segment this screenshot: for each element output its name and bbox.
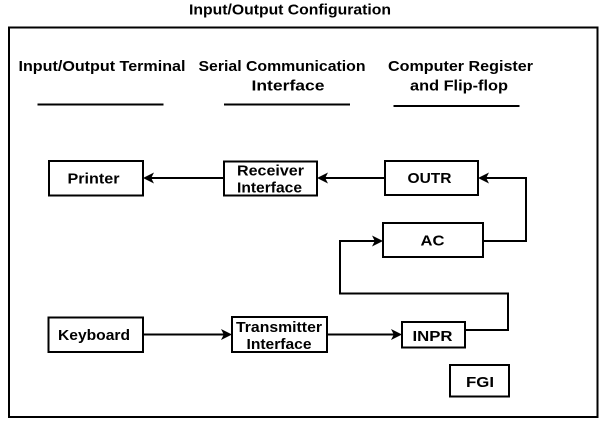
svg-text:Receiver: Receiver — [237, 163, 304, 180]
svg-text:FGI: FGI — [466, 374, 494, 391]
svg-text:Interface: Interface — [237, 180, 302, 197]
svg-text:Serial Communication: Serial Communication — [199, 58, 366, 75]
svg-text:OUTR: OUTR — [408, 170, 452, 187]
svg-text:Computer Register: Computer Register — [388, 58, 533, 75]
svg-text:Input/Output Terminal: Input/Output Terminal — [19, 58, 186, 75]
svg-text:Input/Output Configuration: Input/Output Configuration — [189, 2, 391, 19]
svg-text:Interface: Interface — [247, 336, 312, 353]
svg-text:Transmitter: Transmitter — [236, 319, 322, 336]
svg-text:and Flip-flop: and Flip-flop — [410, 78, 508, 95]
svg-text:AC: AC — [421, 233, 445, 250]
svg-text:INPR: INPR — [413, 328, 453, 345]
svg-text:Keyboard: Keyboard — [58, 327, 130, 344]
svg-text:Printer: Printer — [68, 171, 120, 188]
svg-text:Interface: Interface — [252, 78, 325, 95]
